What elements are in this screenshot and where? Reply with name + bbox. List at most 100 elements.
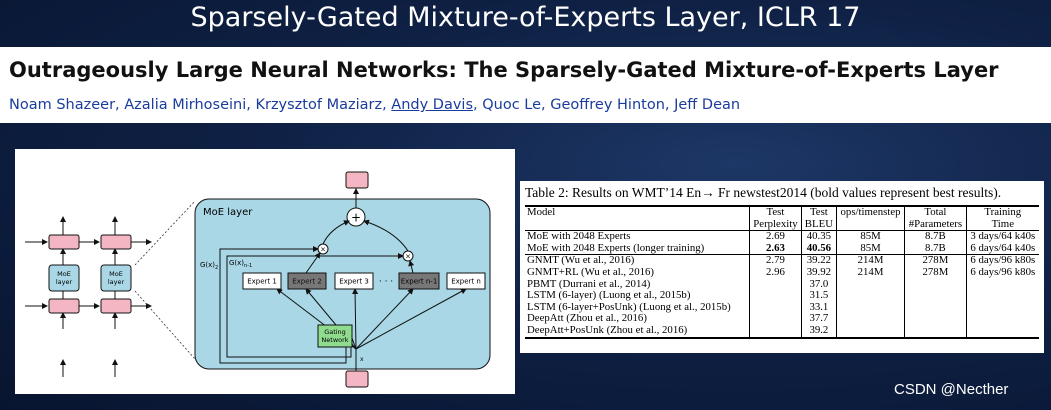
- sum-symbol: +: [351, 211, 361, 225]
- author-link[interactable]: Krzysztof Maziarz: [255, 97, 383, 113]
- table-cell: [904, 324, 967, 339]
- table-row: DeepAtt+PosUnk (Zhou et al., 2016)39.2: [525, 324, 1039, 339]
- table-cell: 3 days/64 k40s: [970, 230, 1036, 243]
- table-cell: 6 days/64 k40s: [966, 242, 1039, 256]
- table-cell: 37.0: [801, 278, 837, 291]
- table-cell: MoE with 2048 Experts (longer training): [525, 242, 750, 256]
- table-cell: 8.7B: [904, 242, 967, 256]
- table-row: LSTM (6-layer+PosUnk) (Luong et al., 201…: [525, 301, 1039, 314]
- table-cell: LSTM (6-layer+PosUnk) (Luong et al., 201…: [525, 301, 750, 314]
- table-cell: [904, 313, 967, 325]
- author-link-underlined[interactable]: Andy Davis: [391, 97, 473, 113]
- table-cell: 6 days/96 k80s: [970, 265, 1036, 278]
- expert-label: Expert n: [451, 278, 481, 286]
- author-link[interactable]: Azalia Mirhoseini: [124, 97, 247, 113]
- expert-box-active: [287, 272, 327, 290]
- results-table-panel: Table 2: Results on WMT’14 En→ Fr newste…: [520, 181, 1044, 353]
- stacked-layers-mini: [25, 216, 152, 377]
- table-cell: 85M: [836, 242, 906, 256]
- table-cell: [836, 290, 906, 302]
- author-list: Noam Shazeer, Azalia Mirhoseini, Krzyszt…: [9, 97, 741, 113]
- table-cell: 40.35: [801, 230, 837, 243]
- table-cell: [836, 278, 906, 291]
- table-cell: 39.22: [801, 255, 837, 267]
- table-cell: [966, 313, 1039, 325]
- gating-label: Network: [321, 336, 348, 344]
- multiply-symbol: ×: [405, 253, 411, 261]
- table-cell: 33.1: [801, 301, 837, 314]
- multiply-symbol: ×: [320, 246, 326, 254]
- table-cell: 6 days/96 k80s: [970, 254, 1036, 267]
- table-header-row: Model Test Test ops/timenstep Total Trai…: [525, 205, 1039, 219]
- table-cell: [749, 324, 802, 339]
- moe-mini-label: layer: [56, 278, 73, 286]
- expert-box: [446, 272, 486, 290]
- expert-label: Expert 3: [339, 278, 369, 286]
- table-cell: [749, 290, 802, 302]
- column-header: [836, 218, 906, 232]
- table-row: PBMT (Durrani et al., 2014) 37.0: [525, 278, 1039, 291]
- table-cell: [904, 301, 967, 314]
- table-cell: LSTM (6-layer) (Luong et al., 2015b): [525, 290, 750, 302]
- column-header: Total: [904, 205, 967, 219]
- moe-layer-mini: [48, 264, 132, 292]
- gating-label: Gating: [324, 328, 346, 336]
- column-header: Perplexity: [749, 218, 802, 232]
- table-cell: [904, 290, 967, 302]
- table-cell: 2.63: [749, 242, 802, 256]
- ellipsis: · · ·: [379, 277, 393, 287]
- table-cell: 8.7B: [904, 230, 967, 243]
- moe-mini-label: MoE: [109, 270, 123, 278]
- moe-diagram: MoE layer MoE layer MoE layer + × ×: [25, 171, 491, 388]
- author-link[interactable]: Noam Shazeer: [9, 97, 116, 113]
- gate-weight-label: G(x)n-1: [229, 259, 252, 269]
- expert-box: [334, 272, 374, 290]
- table-cell: [749, 301, 802, 314]
- table-cell: GNMT+RL (Wu et al., 2016): [525, 266, 750, 279]
- paper-title: Outrageously Large Neural Networks: The …: [9, 58, 999, 82]
- table-cell: GNMT (Wu et al., 2016): [525, 255, 750, 267]
- input-label: x: [360, 356, 364, 363]
- gate-weight-label: G(x)2: [200, 261, 218, 271]
- table-cell: 37.7: [801, 313, 837, 325]
- table-cell: [836, 324, 906, 339]
- lstm-cells-mini: [48, 234, 132, 314]
- table-cell: [966, 279, 1039, 291]
- table-header-row: Perplexity BLEU #Parameters Time: [525, 218, 1039, 232]
- table-cell: 31.5: [801, 290, 837, 302]
- column-header: Model: [525, 205, 750, 219]
- column-header: Training: [966, 205, 1039, 219]
- column-header: Test: [749, 205, 802, 219]
- author-link[interactable]: Jeff Dean: [674, 97, 741, 113]
- table-cell: 278M: [904, 255, 967, 267]
- table-cell: 39.92: [801, 266, 837, 279]
- table-cell: [836, 301, 906, 314]
- table-cell: [836, 313, 906, 325]
- moe-mini-label: MoE: [57, 270, 71, 278]
- moe-mini-label: layer: [108, 278, 125, 286]
- author-link[interactable]: Quoc Le: [482, 97, 542, 113]
- table-cell: 40.56: [801, 242, 837, 256]
- table-caption: Table 2: Results on WMT’14 En→ Fr newste…: [525, 185, 1002, 200]
- table-cell: [749, 313, 802, 325]
- table-cell: 2.79: [749, 255, 802, 267]
- table-cell: [749, 278, 802, 291]
- table-cell: 2.69: [749, 230, 802, 243]
- expert-label: Expert n-1: [401, 278, 438, 286]
- table-cell: PBMT (Durrani et al., 2014): [525, 278, 750, 291]
- column-header: BLEU: [801, 218, 837, 232]
- zoom-lines: [134, 200, 196, 360]
- table-cell: 2.96: [749, 266, 802, 279]
- table-cell: 214M: [836, 255, 906, 267]
- table-row: DeepAtt (Zhou et al., 2016)37.7: [525, 313, 1039, 325]
- table-cell: MoE with 2048 Experts: [525, 230, 750, 243]
- paper-header: Outrageously Large Neural Networks: The …: [0, 47, 1051, 123]
- table-cell: 85M: [836, 230, 906, 243]
- table-row: MoE with 2048 Experts (longer training)2…: [525, 242, 1039, 256]
- author-link[interactable]: Geoffrey Hinton: [550, 97, 665, 113]
- watermark: CSDN @Necther: [894, 381, 1009, 398]
- moe-figure: MoE layer MoE layer MoE layer + × ×: [15, 149, 515, 394]
